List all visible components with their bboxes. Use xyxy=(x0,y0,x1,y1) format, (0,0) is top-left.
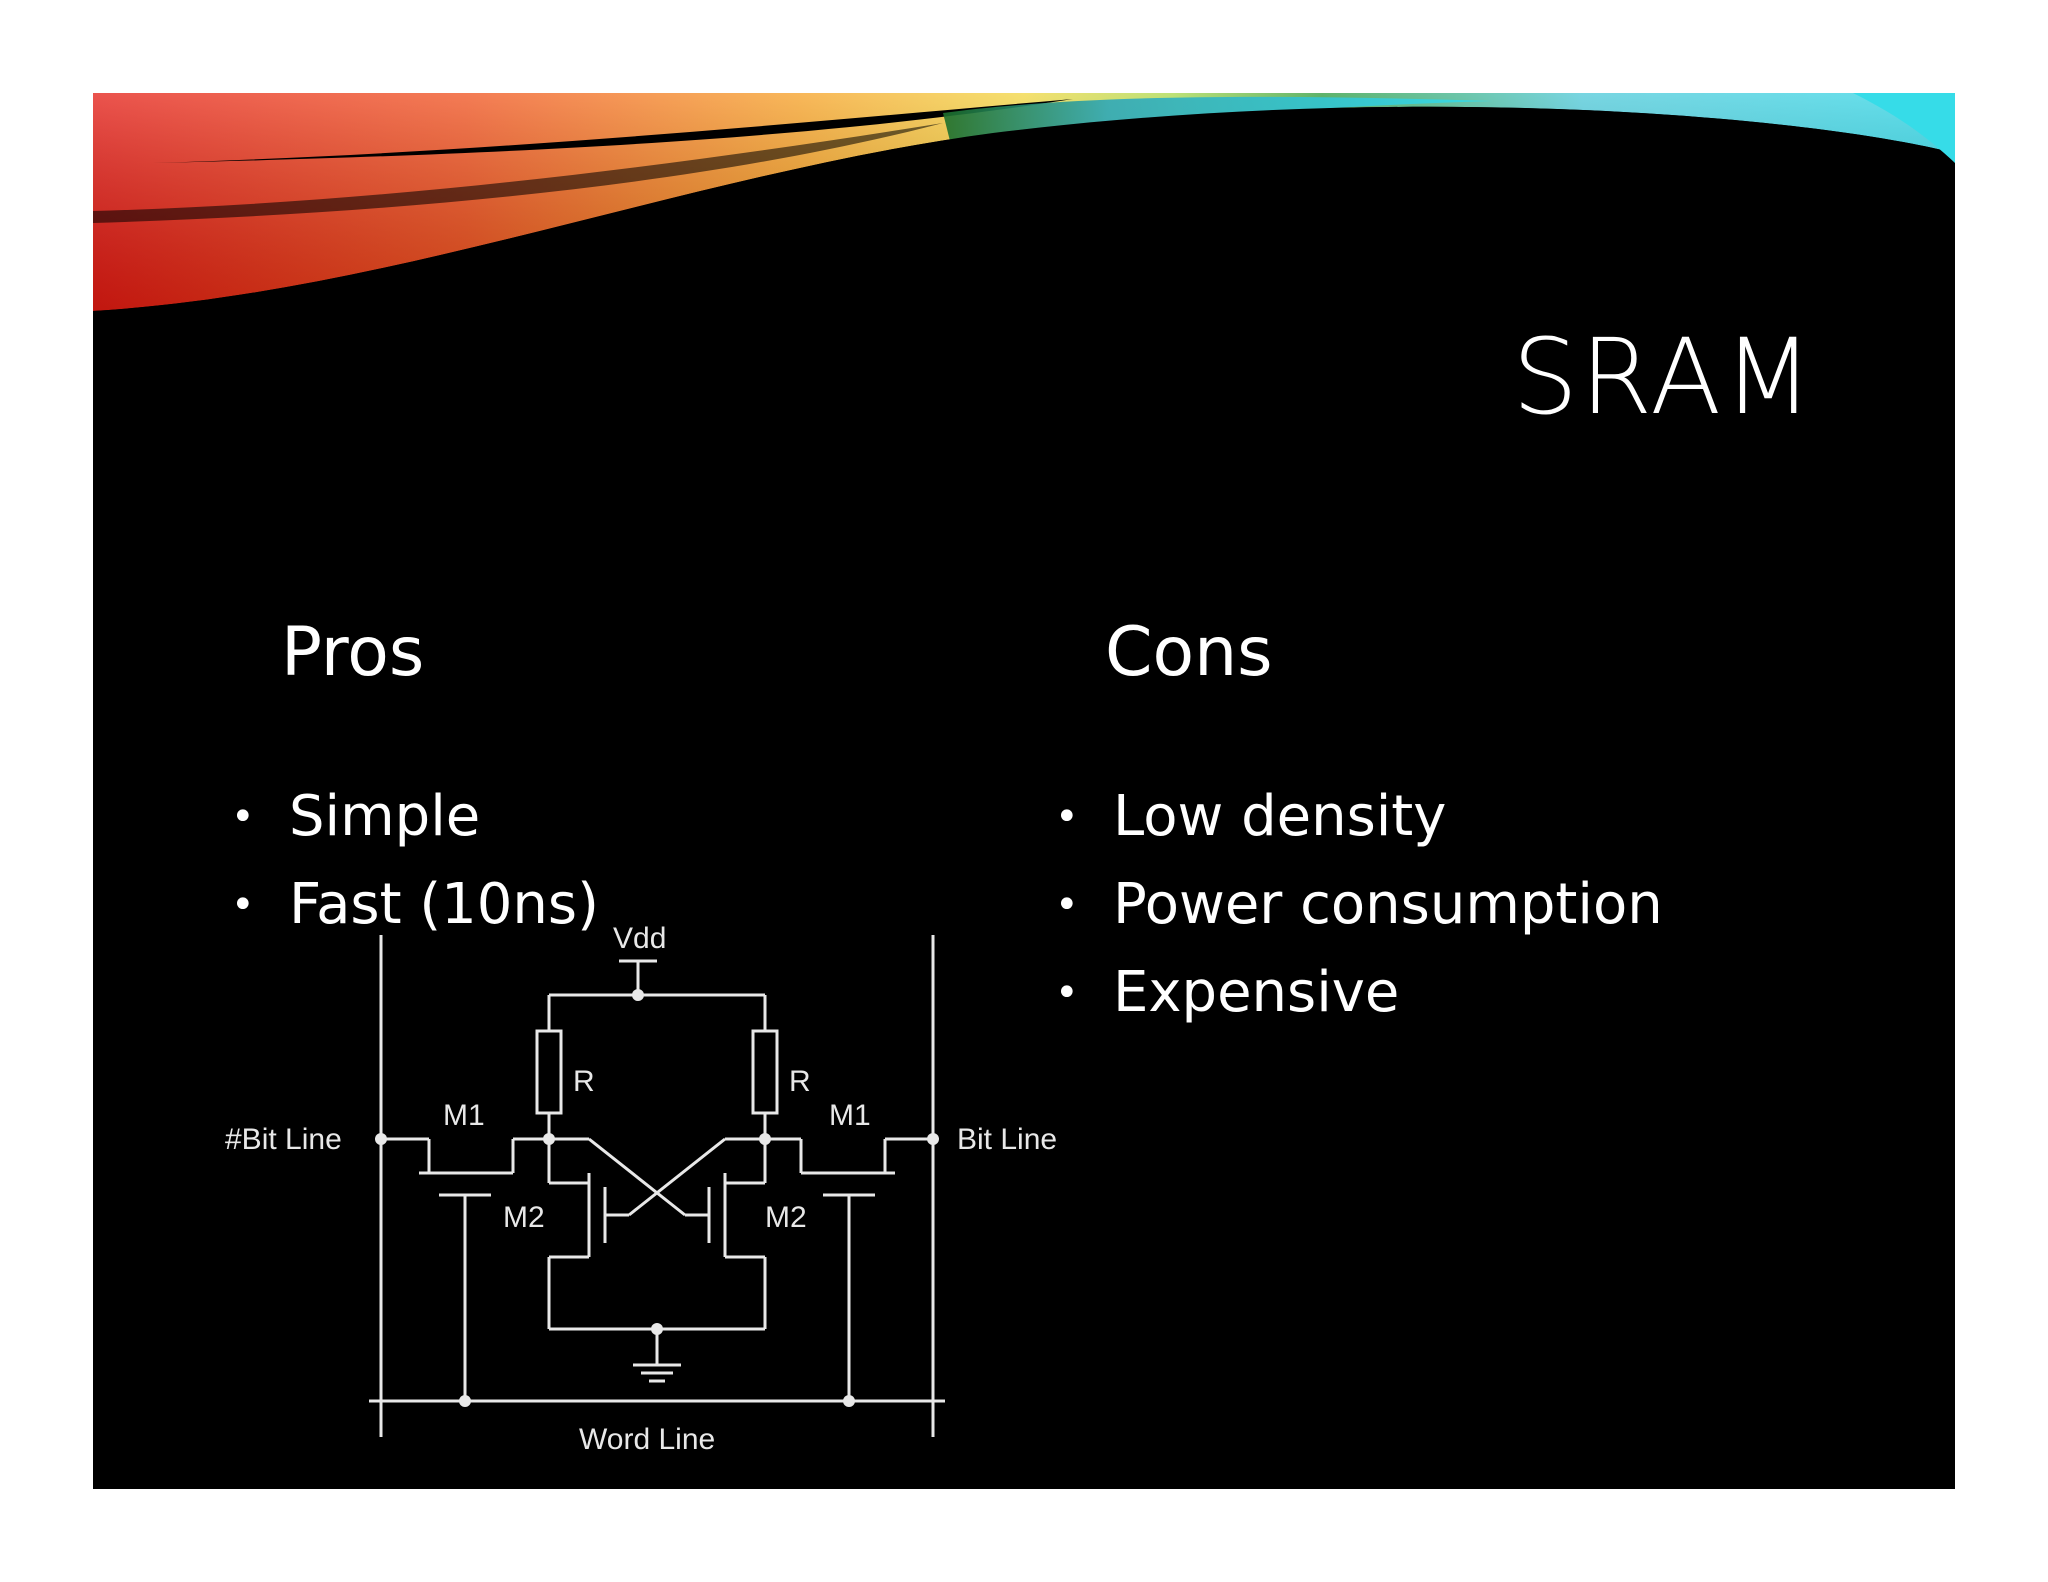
bullet-icon: • xyxy=(231,882,255,928)
bullet-icon: • xyxy=(1055,794,1079,840)
list-item: • Simple xyxy=(231,773,599,861)
bullet-icon: • xyxy=(231,794,255,840)
list-item: • Low density xyxy=(1055,773,1663,861)
word-line-label: Word Line xyxy=(579,1423,715,1456)
cons-list: • Low density • Power consumption • Expensi… xyxy=(1055,773,1663,1037)
cons-item-text: Expensive xyxy=(1113,960,1400,1025)
list-item: • Expensive xyxy=(1055,949,1663,1037)
pros-item-text: Simple xyxy=(289,784,481,849)
vdd-label: Vdd xyxy=(613,922,666,955)
pros-item-text: Fast (10ns) xyxy=(289,872,599,937)
pros-heading: Pros xyxy=(281,613,425,692)
cons-item-text: Power consumption xyxy=(1113,872,1663,937)
bullet-icon: • xyxy=(1055,970,1079,1016)
bit-line-label: Bit Line xyxy=(957,1123,1057,1156)
slide-title: SRAM xyxy=(1512,316,1815,438)
bullet-icon: • xyxy=(1055,882,1079,928)
decorative-banner xyxy=(93,93,1955,323)
resistor-right-label: R xyxy=(789,1065,811,1098)
resistor-left-label: R xyxy=(573,1065,595,1098)
cons-heading: Cons xyxy=(1105,613,1273,692)
bit-line-bar-label: #Bit Line xyxy=(225,1123,342,1156)
cons-item-text: Low density xyxy=(1113,784,1447,849)
list-item: • Fast (10ns) xyxy=(231,861,599,949)
slide: SRAM Pros • Simple • Fast (10ns) Cons • Low… xyxy=(93,93,1955,1489)
list-item: • Power consumption xyxy=(1055,861,1663,949)
pros-list: • Simple • Fast (10ns) xyxy=(231,773,599,949)
m2-right-label: M2 xyxy=(765,1201,807,1234)
m1-right-label: M1 xyxy=(829,1099,871,1132)
m1-left-label: M1 xyxy=(443,1099,485,1132)
m2-left-label: M2 xyxy=(503,1201,545,1234)
